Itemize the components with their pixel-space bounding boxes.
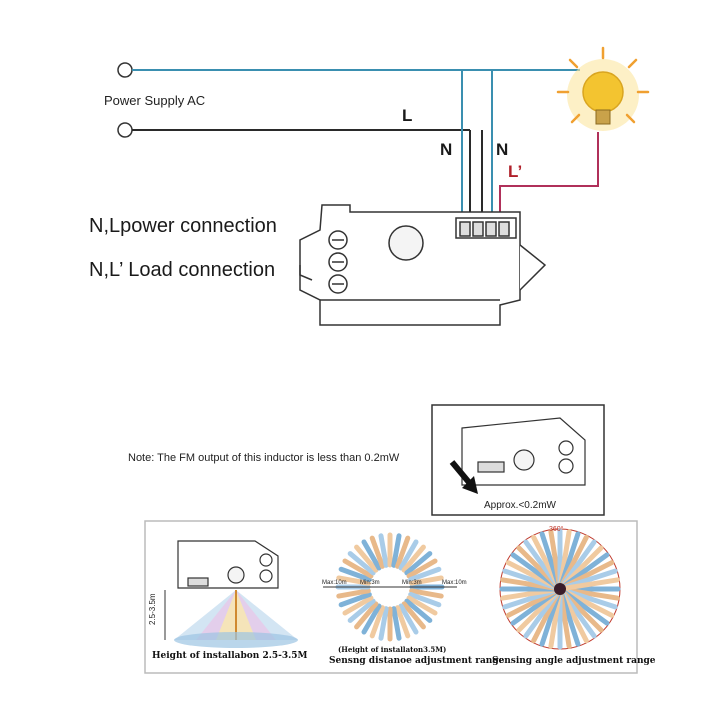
rosette-petal: [347, 551, 376, 576]
rosette-petal: [342, 558, 374, 579]
caption-distance-1: (Height of installaton3.5M): [338, 645, 447, 654]
rosette-petal: [395, 535, 411, 569]
wire-label-N1: N: [440, 140, 453, 159]
terminal-top: [117, 62, 133, 78]
rosette-petal: [378, 606, 389, 641]
min-right-label: Min:3m: [402, 580, 422, 586]
rosette-petal: [347, 598, 376, 623]
power-supply-label: Power Supply AC: [104, 93, 206, 108]
wire-label-L: L: [402, 106, 413, 125]
rosette-petal: [409, 588, 444, 599]
wire-Lprime: [499, 132, 599, 222]
rosette-petal: [361, 603, 382, 635]
load-connection-label: N,L’ Load connection: [89, 259, 276, 281]
caption-angle: Sensing angle adjustment range: [492, 656, 656, 666]
rosette-petal: [338, 592, 372, 608]
rosette-petal: [354, 544, 379, 573]
height-panel: [164, 540, 298, 648]
rosette-petal: [354, 601, 379, 630]
caption-height: Height of installabon 2.5-3.5M: [152, 651, 308, 661]
rosette-petal: [404, 551, 433, 576]
min-left-label: Min:3m: [360, 580, 380, 586]
rosette-petal: [398, 539, 419, 571]
rosette-petal: [369, 535, 385, 569]
rosette-petal: [409, 575, 444, 586]
rosette-petal: [408, 566, 442, 582]
rosette-petal: [391, 533, 402, 568]
rosette-petal: [398, 603, 419, 635]
note-text: Note: The FM output of this inductor is …: [128, 452, 400, 464]
rosette-petal: [395, 605, 411, 639]
terminal-bottom: [117, 122, 133, 138]
rosette-petal: [342, 595, 374, 616]
wire-label-N2: N: [496, 140, 509, 159]
approx-label: Approx.<0.2mW: [484, 500, 556, 511]
height-range-label: 2.5-3.5m: [148, 593, 157, 625]
rosette-petal: [336, 588, 371, 599]
rosette-petal: [563, 577, 620, 591]
angle-rosette: [499, 528, 621, 650]
distance-rosette: [335, 532, 445, 642]
rosette-petal: [408, 592, 442, 608]
rosette-petal: [361, 539, 382, 571]
caption-distance-2: Sensng distanoe adjustment range: [329, 656, 505, 666]
note-sensor: [461, 417, 586, 486]
rosette-petal: [406, 595, 438, 616]
rosette-petal: [391, 606, 402, 641]
rosette-petal: [378, 533, 389, 568]
wire-label-Lprime: L’: [508, 162, 523, 181]
angle-label: 360°: [549, 526, 564, 533]
arrow-icon: [449, 460, 478, 494]
rosette-petal: [338, 566, 372, 582]
max-right-label: Max:10m: [442, 580, 467, 586]
sensor-module: [299, 204, 547, 326]
rosette-petal: [401, 601, 426, 630]
rosette-petal: [401, 544, 426, 573]
rosette-petal: [336, 575, 371, 586]
rosette-petal: [369, 605, 385, 639]
rosette-petal: [406, 558, 438, 579]
power-connection-label: N,Lpower connection: [89, 215, 277, 237]
rosette-petal: [404, 598, 433, 623]
max-left-label: Max:10m: [322, 580, 347, 586]
light-bulb-icon: [556, 46, 650, 131]
